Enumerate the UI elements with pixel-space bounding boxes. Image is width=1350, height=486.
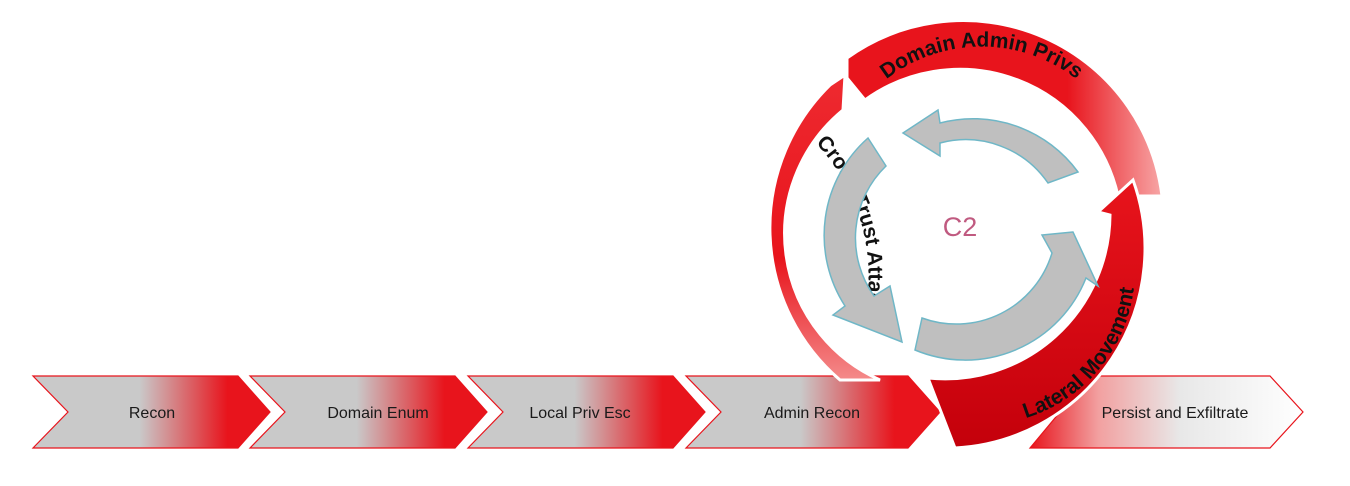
stage-label-persist-and-exfiltrate: Persist and Exfiltrate [1102,405,1249,422]
arrow-top [901,108,1080,184]
stage-label-recon: Recon [129,405,175,422]
stage-label-admin-recon: Admin Recon [764,405,860,422]
stage-label-local-priv-esc: Local Priv Esc [529,405,630,422]
arrow-left [823,136,904,344]
inner-cycle-arrows [823,108,1100,361]
stage-persist-and-exfiltrate: Persist and Exfiltrate [1028,375,1304,449]
stage-admin-recon: Admin Recon [684,375,941,449]
stage-label-domain-enum: Domain Enum [327,405,428,422]
timeline: Recon Domain Enum Local Priv Esc Admin R… [31,375,1304,449]
stage-local-priv-esc: Local Priv Esc [466,375,706,449]
arrow-right [914,231,1100,361]
stage-recon: Recon [31,375,271,449]
center-label-c2: C2 [943,212,978,242]
segment-domain-admin-privs: Domain Admin Privs [845,19,1164,198]
stage-domain-enum: Domain Enum [248,375,488,449]
